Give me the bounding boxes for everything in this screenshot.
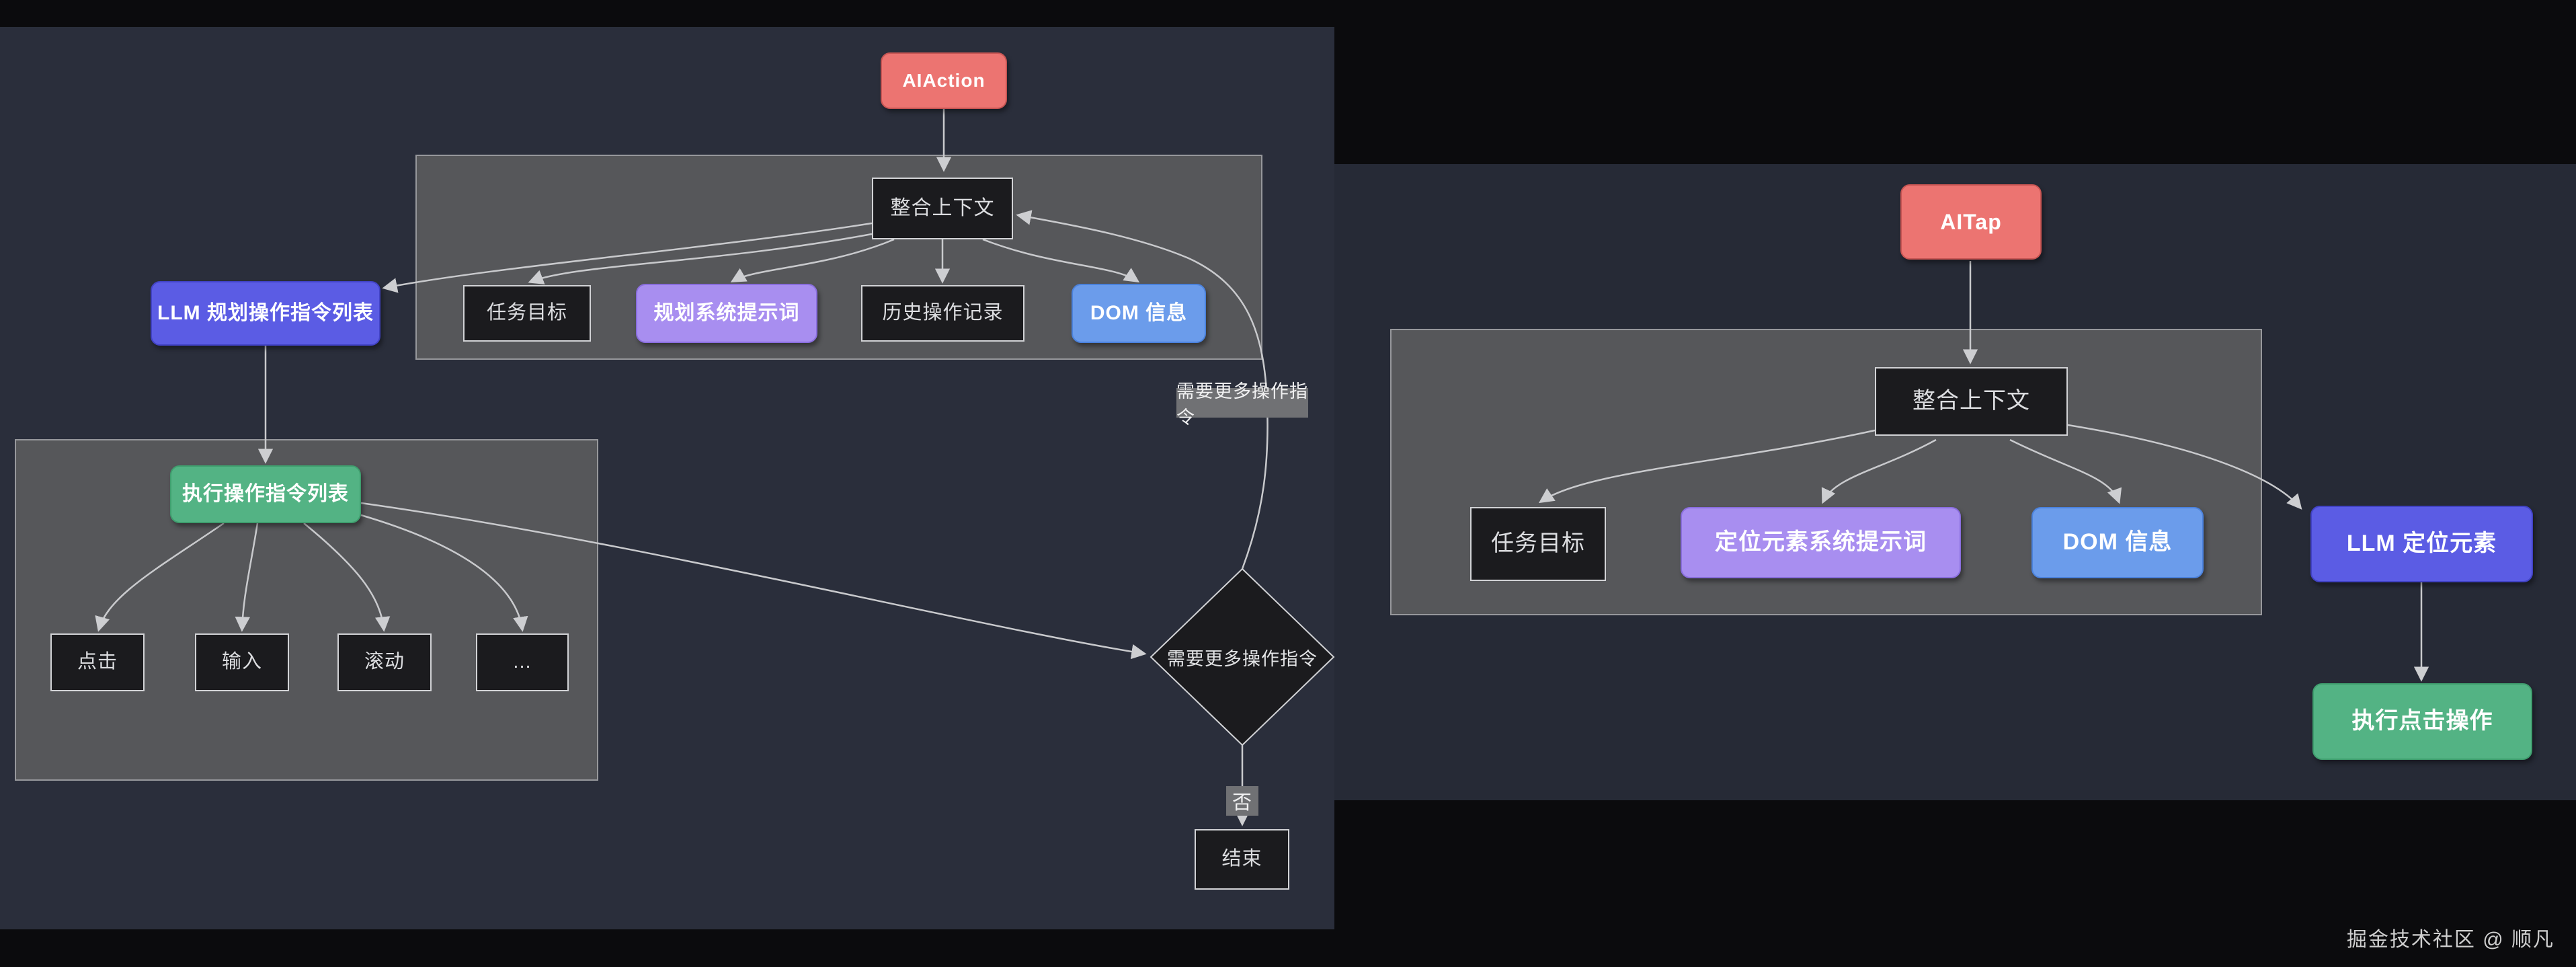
node-task-goal-right: 任务目标 (1470, 507, 1606, 581)
node-llm-locate: LLM 定位元素 (2310, 506, 2533, 582)
node-merge-context-right: 整合上下文 (1875, 367, 2068, 436)
edge-merge-to-plan-prompt (730, 238, 895, 282)
node-aitap: AITap (1900, 184, 2042, 260)
node-plan-prompt: 规划系统提示词 (636, 284, 817, 343)
edge-label-no: 否 (1226, 786, 1258, 816)
edge-exec-to-click (95, 522, 225, 632)
edge-merge-to-dom-left (982, 238, 1140, 283)
node-aiaction: AIAction (881, 52, 1007, 109)
node-task-goal-left: 任务目标 (463, 285, 591, 342)
edge-merge-to-llm-plan (382, 222, 873, 293)
edge-merge-to-llm-locate (2067, 424, 2302, 510)
node-llm-plan: LLM 规划操作指令列表 (151, 281, 380, 346)
edge-exec-to-decision (360, 502, 1147, 660)
node-end: 结束 (1195, 829, 1289, 890)
node-locate-prompt: 定位元素系统提示词 (1681, 507, 1961, 578)
node-history-record: 历史操作记录 (861, 285, 1024, 342)
node-exec-list: 执行操作指令列表 (170, 465, 361, 523)
node-dom-info-right: DOM 信息 (2031, 507, 2204, 578)
watermark-text: 掘金技术社区 @ 顺凡 (2346, 929, 2554, 951)
node-scroll: 滚动 (337, 633, 432, 691)
edge-exec-to-input (235, 523, 259, 632)
node-dom-info-left: DOM 信息 (1072, 284, 1206, 343)
edge-merge-to-task-goal-left (528, 233, 873, 284)
edge-exec-to-more (360, 514, 528, 632)
edge-decision-to-merge-loop (1016, 210, 1269, 570)
node-merge-context-left: 整合上下文 (872, 178, 1013, 239)
node-more: ... (476, 633, 569, 691)
edge-exec-to-scroll (303, 523, 391, 632)
edge-merge-to-task-goal-right (1538, 429, 1876, 504)
decision-diamond-shape (1150, 568, 1335, 746)
edge-merge-to-dom-right (2009, 438, 2122, 504)
node-exec-tap: 执行点击操作 (2312, 683, 2532, 760)
node-click: 点击 (50, 633, 145, 691)
edge-merge-to-locate-prompt (1821, 438, 1937, 504)
edge-label-need-more: 需要更多操作指令 (1176, 381, 1308, 428)
node-decision-label: 需要更多操作指令 (1167, 648, 1318, 669)
node-input: 输入 (195, 633, 289, 691)
